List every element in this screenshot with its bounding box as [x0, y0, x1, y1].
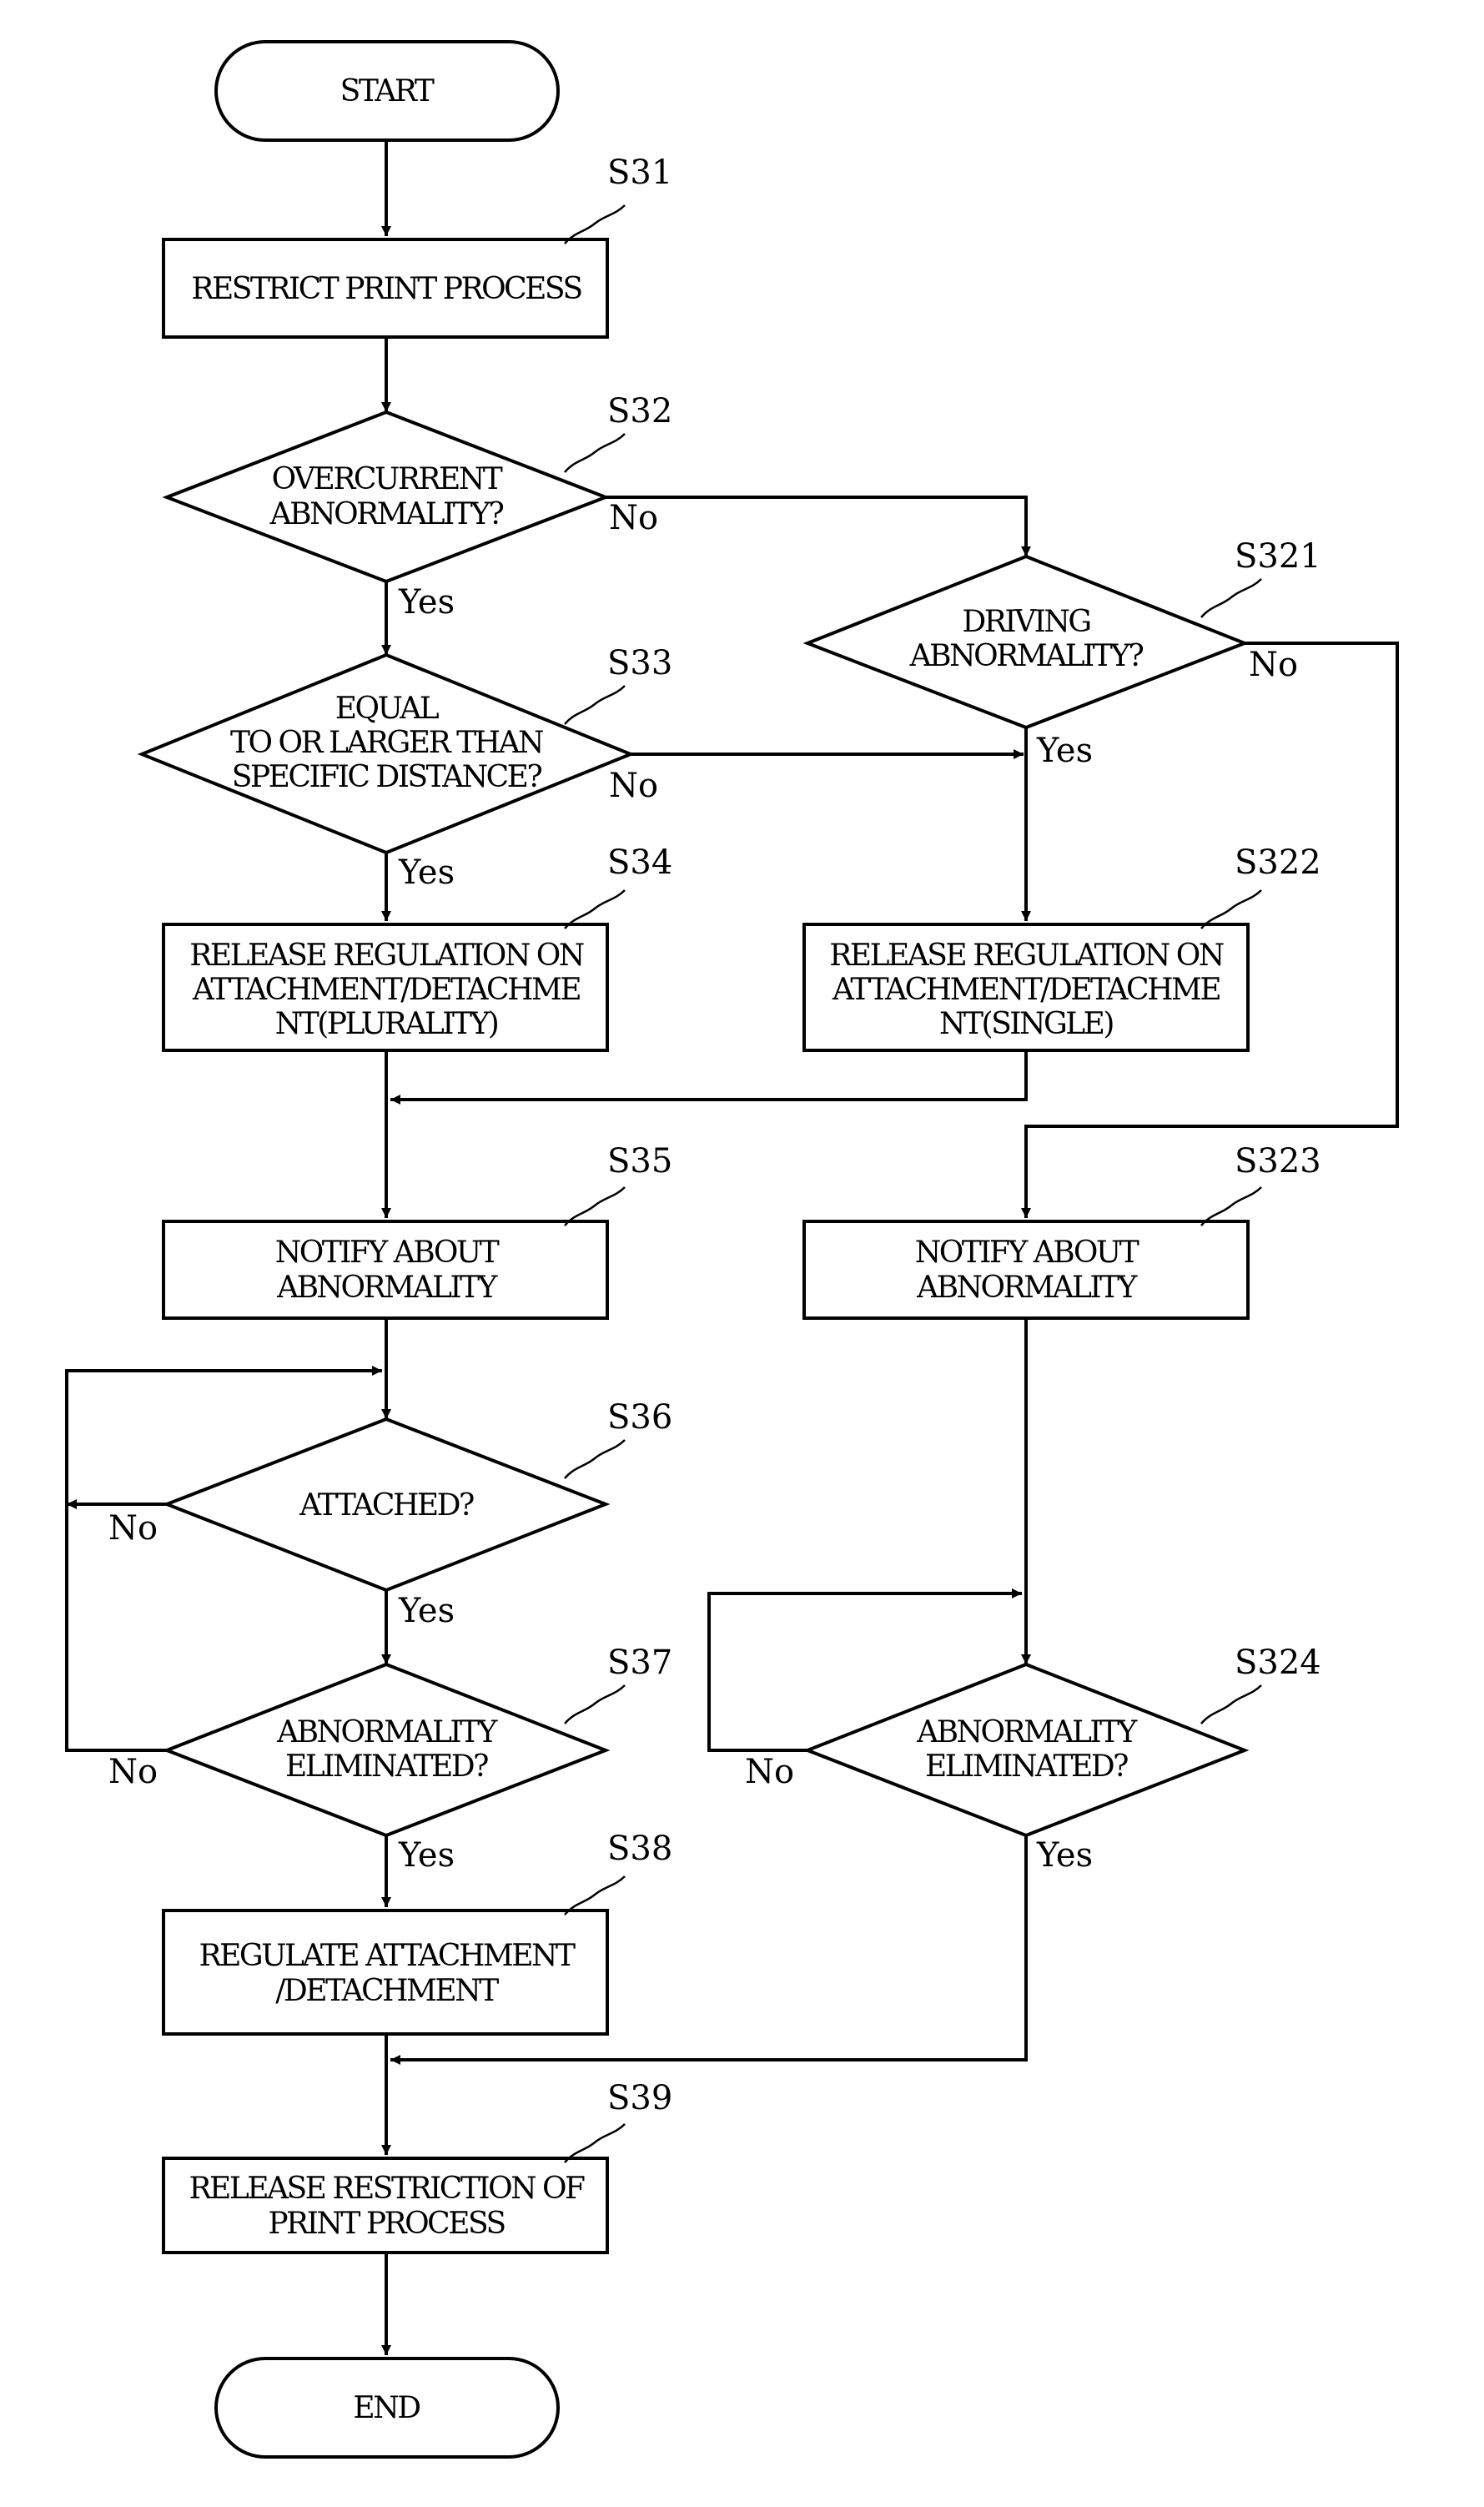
s39-text-1: RELEASE RESTRICTION OF — [189, 2172, 585, 2206]
s36-squiggle — [565, 1440, 625, 1478]
s37-text-1: ABNORMALITY — [276, 1715, 499, 1749]
process-s34: RELEASE REGULATION ON ATTACHMENT/DETACHM… — [163, 924, 607, 1050]
process-s38: REGULATE ATTACHMENT /DETACHMENT — [163, 1910, 607, 2034]
process-s31: RESTRICT PRINT PROCESS — [163, 239, 607, 337]
s36-step-label: S36 — [607, 1398, 672, 1437]
s322-text-3: NT(SINGLE) — [939, 1007, 1113, 1041]
s36-yes-label: Yes — [398, 1592, 455, 1630]
start-label: START — [340, 74, 435, 108]
s322-step-label: S322 — [1235, 843, 1321, 882]
s37-squiggle — [565, 1685, 625, 1724]
s34-text-3: NT(PLURALITY) — [275, 1007, 498, 1041]
s32-step-label: S32 — [607, 392, 672, 430]
s324-text-1: ABNORMALITY — [916, 1715, 1139, 1749]
s33-squiggle — [565, 686, 625, 724]
s35-step-label: S35 — [607, 1142, 672, 1181]
s321-yes-label: Yes — [1036, 732, 1093, 770]
s39-step-label: S39 — [607, 2079, 672, 2117]
start-terminal: START — [216, 42, 558, 140]
s32-no-label: No — [609, 499, 658, 537]
s321-text-1: DRIVING — [962, 605, 1089, 639]
s33-step-label: S33 — [607, 644, 672, 682]
process-s322: RELEASE REGULATION ON ATTACHMENT/DETACHM… — [804, 924, 1248, 1050]
s38-text-1: REGULATE ATTACHMENT — [199, 1939, 576, 1973]
s37-no-label: No — [108, 1753, 158, 1791]
s32-text-2: ABNORMALITY? — [269, 497, 504, 531]
s324-squiggle — [1201, 1685, 1261, 1724]
process-s39: RELEASE RESTRICTION OF PRINT PROCESS — [163, 2158, 607, 2253]
s323-text-1: NOTIFY ABOUT — [915, 1236, 1139, 1270]
s323-step-label: S323 — [1235, 1142, 1321, 1181]
s33-text-2: TO OR LARGER THAN — [230, 726, 543, 760]
decision-s32: OVERCURRENT ABNORMALITY? — [167, 412, 606, 581]
s324-step-label: S324 — [1235, 1644, 1321, 1682]
edge-s32-s321-no — [606, 497, 1026, 556]
decision-s324: ABNORMALITY ELIMINATED? — [807, 1664, 1245, 1835]
s32-yes-label: Yes — [398, 583, 455, 622]
s39-text-2: PRINT PROCESS — [268, 2207, 505, 2241]
s32-squiggle — [565, 434, 625, 472]
process-s323: NOTIFY ABOUT ABNORMALITY — [804, 1221, 1248, 1318]
s324-no-label: No — [745, 1753, 794, 1791]
s36-no-label: No — [108, 1509, 158, 1548]
s321-text-2: ABNORMALITY? — [909, 639, 1144, 673]
step-callouts: S31 S32 S33 S34 S35 S36 S37 S38 S39 S321… — [565, 154, 1321, 2162]
s31-step-label: S31 — [607, 154, 672, 192]
s38-step-label: S38 — [607, 1830, 672, 1868]
edge-s322-merge — [390, 1050, 1026, 1100]
s37-text-2: ELIMINATED? — [285, 1749, 488, 1784]
s321-step-label: S321 — [1235, 537, 1321, 576]
s324-text-2: ELIMINATED? — [925, 1749, 1128, 1784]
decision-s37: ABNORMALITY ELIMINATED? — [167, 1664, 606, 1835]
s324-yes-label: Yes — [1036, 1836, 1093, 1875]
s322-text-1: RELEASE REGULATION ON — [829, 939, 1224, 973]
s33-no-label: No — [609, 767, 658, 805]
s38-text-2: /DETACHMENT — [275, 1974, 499, 2008]
s34-text-1: RELEASE REGULATION ON — [189, 939, 584, 973]
s34-step-label: S34 — [607, 843, 672, 882]
s33-text-1: EQUAL — [335, 692, 440, 726]
s36-text: ATTACHED? — [299, 1488, 474, 1523]
s322-text-2: ATTACHMENT/DETACHME — [832, 973, 1220, 1007]
end-terminal: END — [216, 2358, 558, 2457]
s321-no-label: No — [1249, 646, 1298, 684]
s34-text-2: ATTACHMENT/DETACHME — [192, 973, 580, 1007]
s35-text-2: ABNORMALITY — [276, 1271, 499, 1305]
s32-text-1: OVERCURRENT — [272, 462, 503, 496]
process-s35: NOTIFY ABOUT ABNORMALITY — [163, 1221, 607, 1318]
decision-s321: DRIVING ABNORMALITY? — [807, 556, 1245, 727]
decision-s36: ATTACHED? — [167, 1419, 606, 1590]
s37-step-label: S37 — [607, 1644, 672, 1682]
s33-text-3: SPECIFIC DISTANCE? — [232, 760, 542, 794]
s33-yes-label: Yes — [398, 853, 455, 892]
s31-text: RESTRICT PRINT PROCESS — [191, 272, 581, 306]
s323-text-2: ABNORMALITY — [916, 1271, 1139, 1305]
decision-s33: EQUAL TO OR LARGER THAN SPECIFIC DISTANC… — [142, 655, 631, 853]
s35-text-1: NOTIFY ABOUT — [275, 1236, 500, 1270]
s321-squiggle — [1201, 579, 1261, 617]
end-label: END — [353, 2391, 420, 2425]
s37-yes-label: Yes — [398, 1836, 455, 1875]
